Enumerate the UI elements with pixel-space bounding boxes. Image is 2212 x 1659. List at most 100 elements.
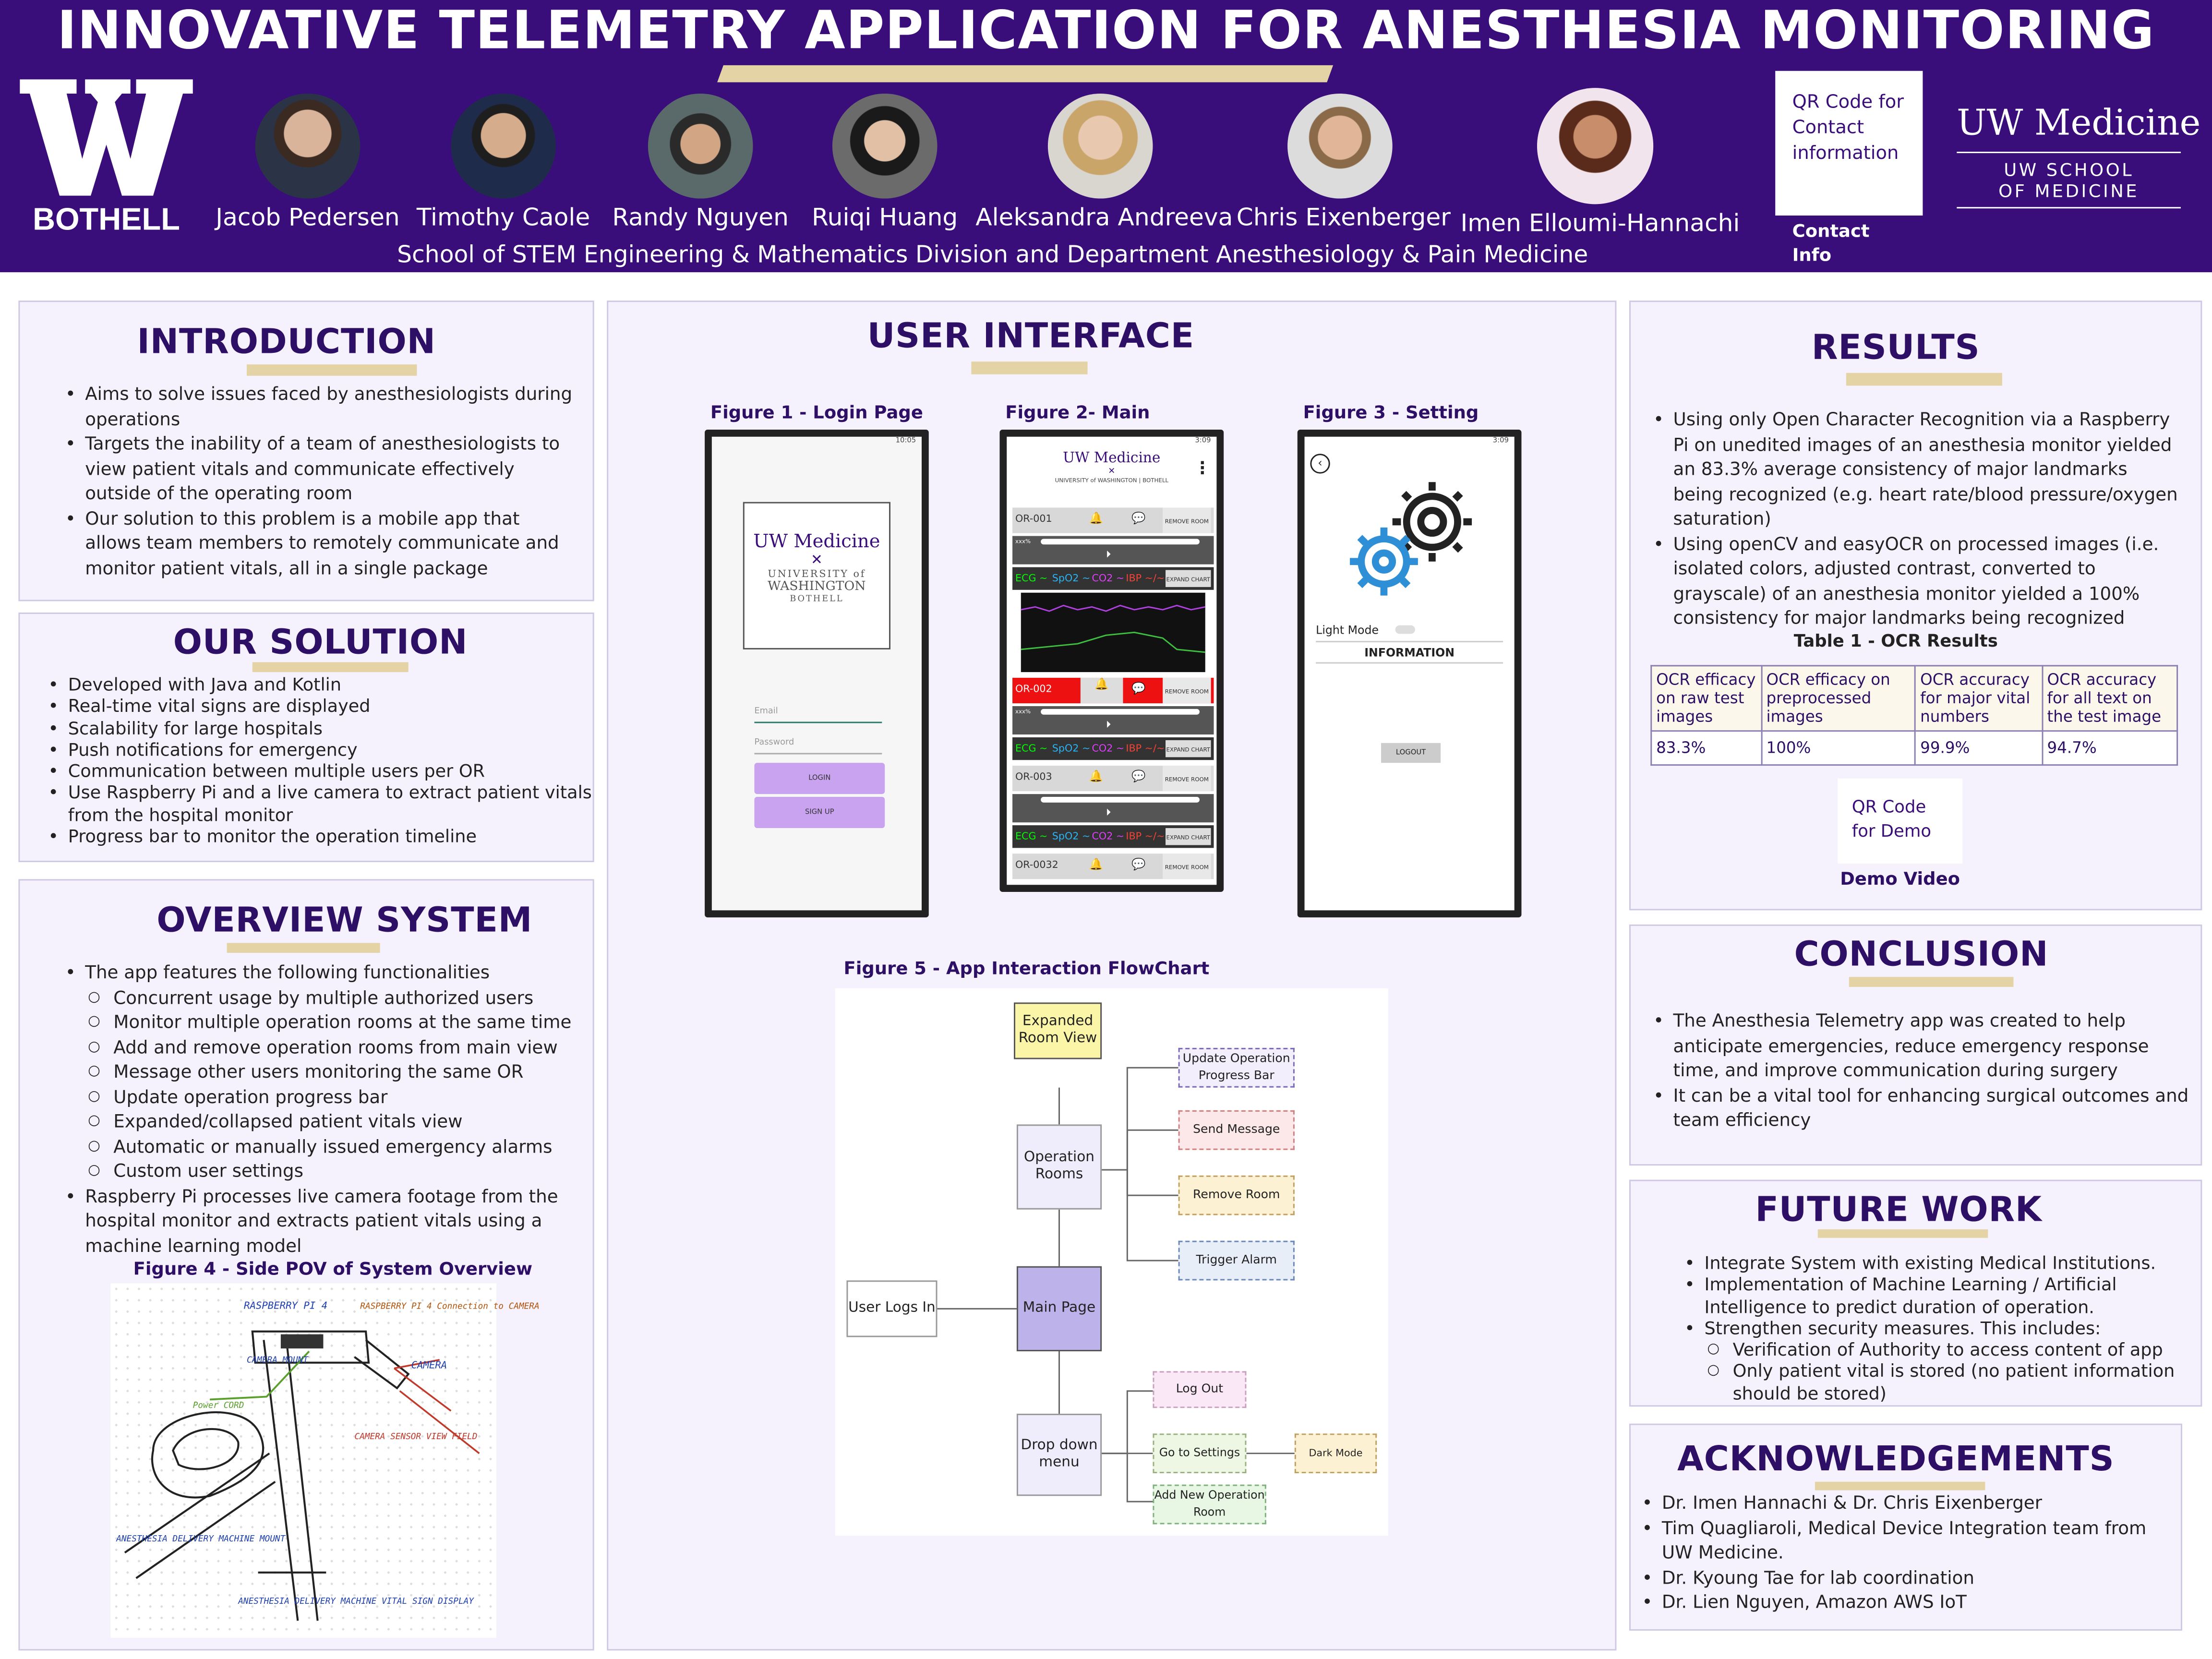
ecg-label: ECG ~ [1015,830,1048,842]
email-field[interactable]: Email [754,706,882,723]
progress-slider[interactable] [1041,797,1200,803]
play-icon[interactable]: ⏵ [1106,549,1111,560]
results-bullet: Using only Open Character Recognition vi… [1650,407,2181,531]
author-6: Chris Eixenberger [1237,93,1451,232]
bell-icon[interactable]: 🔔 [1080,677,1123,704]
room-id: OR-001 [1015,513,1052,525]
solution-bullet: Developed with Java and Kotlin [46,673,593,696]
login-uw-medicine: UW Medicine [753,531,880,553]
future-sub-bullet: Only patient vital is stored (no patient… [1682,1360,2192,1404]
message-icon[interactable]: 💬 [1131,682,1146,695]
future-work-panel: FUTURE WORK Integrate System with existi… [1629,1179,2202,1407]
sketch-label-machine-mount: ANESTHESIA DELIVERY MACHINE MOUNT [116,1534,286,1544]
remove-room-button[interactable]: REMOVE ROOM [1163,677,1211,704]
overview-sub-bullet: Custom user settings [62,1158,587,1183]
author-4: Ruiqi Huang [803,93,967,233]
message-icon[interactable]: 💬 [1131,858,1146,871]
or-room-row-alarm[interactable]: OR-002🔔💬REMOVE ROOM [1012,677,1214,704]
flow-node-dark-mode: Dark Mode [1294,1433,1377,1474]
bell-icon[interactable]: 🔔 [1089,858,1103,871]
vitals-strip: ECG ~SpO2 ~CO2 ~IBP ~/~EXPAND CHART [1012,825,1214,848]
spo2-label: SpO2 ~ [1052,743,1091,755]
results-heading: RESULTS [1811,327,1980,368]
flow-node-remove: Remove Room [1178,1175,1295,1215]
author-name: Aleksandra Andreeva [975,204,1233,233]
remove-room-button[interactable]: REMOVE ROOM [1163,854,1211,879]
author-name: Jacob Pedersen [216,204,400,233]
sketch-label-rpi-connection: RASPBERRY PI 4 Connection to CAMERA [360,1301,539,1311]
login-logo-box: UW Medicine ✕ UNIVERSITY of WASHINGTON B… [743,502,891,649]
play-icon[interactable]: ⏵ [1106,806,1111,818]
ui-heading: USER INTERFACE [867,316,1195,356]
school-line-1: UW SCHOOL [2004,158,2134,180]
progress-slider[interactable] [1041,709,1200,715]
table-cell: 99.9% [1914,730,2043,766]
overview-bullet: Raspberry Pi processes live camera foota… [62,1183,587,1258]
figure-2-caption: Figure 2- Main [1005,401,1150,423]
heading-underline [252,662,409,673]
kebab-menu-icon[interactable]: ⋮ [1194,458,1211,478]
light-mode-label: Light Mode [1316,624,1379,637]
avatar [1537,88,1654,204]
vitals-chart [1021,592,1206,673]
flow-node-alarm: Trigger Alarm [1178,1240,1295,1281]
uw-medicine-wordmark: UW Medicine [1957,102,2200,154]
department-subtitle: School of STEM Engineering & Mathematics… [397,241,1588,268]
progress-percent: xxx% [1015,537,1031,545]
progress-slider[interactable] [1041,539,1200,545]
ocr-results-table: OCR efficacy on raw test images OCR effi… [1650,665,2178,766]
author-name: Ruiqi Huang [812,204,958,233]
information-button[interactable]: INFORMATION [1316,641,1503,664]
bell-icon[interactable]: 🔔 [1089,769,1103,783]
light-mode-toggle[interactable] [1395,625,1415,634]
remove-room-button[interactable]: REMOVE ROOM [1163,766,1211,792]
message-icon[interactable]: 💬 [1131,512,1146,525]
back-arrow-icon[interactable]: ‹ [1310,454,1330,474]
ecg-label: ECG ~ [1015,743,1048,755]
solution-bullet: Push notifications for emergency [46,739,593,761]
heading-underline [246,364,417,376]
avatar [648,93,753,199]
co2-label: CO2 ~ [1092,743,1125,755]
logout-button[interactable]: LOGOUT [1381,743,1441,763]
expand-chart-button[interactable]: EXPAND CHART [1166,740,1211,757]
qr-demo-placeholder[interactable]: QR Code for Demo [1838,778,1963,864]
overview-sub-bullet: Add and remove operation rooms from main… [62,1034,587,1059]
flow-node-add-room: Add New Operation Room [1153,1484,1266,1525]
heading-underline [227,943,380,953]
overview-bullet: The app features the following functiona… [62,960,587,985]
sketch-label-camera-mount: CAMERA MOUNT [247,1356,309,1365]
ack-bullet: Dr. Kyoung Tae for lab coordination [1639,1565,2173,1590]
table-cell: 83.3% [1650,730,1762,766]
room-id: OR-003 [1015,771,1052,783]
future-bullet: Implementation of Machine Learning / Art… [1682,1274,2192,1317]
expand-chart-button[interactable]: EXPAND CHART [1166,570,1211,587]
remove-room-button[interactable]: REMOVE ROOM [1163,507,1211,533]
play-icon[interactable]: ⏵ [1106,719,1111,731]
password-field[interactable]: Password [754,737,882,755]
author-name: Imen Elloumi-Hannachi [1460,210,1740,239]
table-cell: 94.7% [2041,730,2178,766]
ibp-label: IBP ~/~ [1126,573,1165,584]
overview-sub-bullet: Update operation progress bar [62,1084,587,1109]
introduction-panel: INTRODUCTION Aims to solve issues faced … [18,301,594,601]
signup-button[interactable]: SIGN UP [754,797,885,829]
expand-chart-button[interactable]: EXPAND CHART [1166,828,1211,845]
overview-panel: OVERVIEW SYSTEM The app features the fol… [18,879,594,1651]
spo2-label: SpO2 ~ [1052,573,1091,584]
author-5: Aleksandra Andreeva [975,93,1233,232]
or-room-row[interactable]: OR-001 🔔 💬 REMOVE ROOM [1012,507,1214,533]
login-univ-line2: WASHINGTON [768,580,866,594]
spo2-label: SpO2 ~ [1052,830,1091,842]
system-overview-sketch: RASPBERRY PI 4 RASPBERRY PI 4 Connection… [110,1283,540,1638]
contact-info-label: Contact Info [1792,219,1870,265]
avatar [832,93,938,199]
login-button[interactable]: LOGIN [754,763,885,794]
qr-contact-placeholder[interactable]: QR Code for Contact information [1775,71,1923,216]
message-icon[interactable]: 💬 [1131,769,1146,783]
bell-icon[interactable]: 🔔 [1089,512,1103,525]
or-room-row[interactable]: OR-003 🔔 💬 REMOVE ROOM [1012,766,1214,792]
status-time: 10:05 [895,436,916,445]
flow-node-settings: Go to Settings [1153,1433,1247,1474]
or-room-row[interactable]: OR-0032🔔💬REMOVE ROOM [1012,854,1214,879]
